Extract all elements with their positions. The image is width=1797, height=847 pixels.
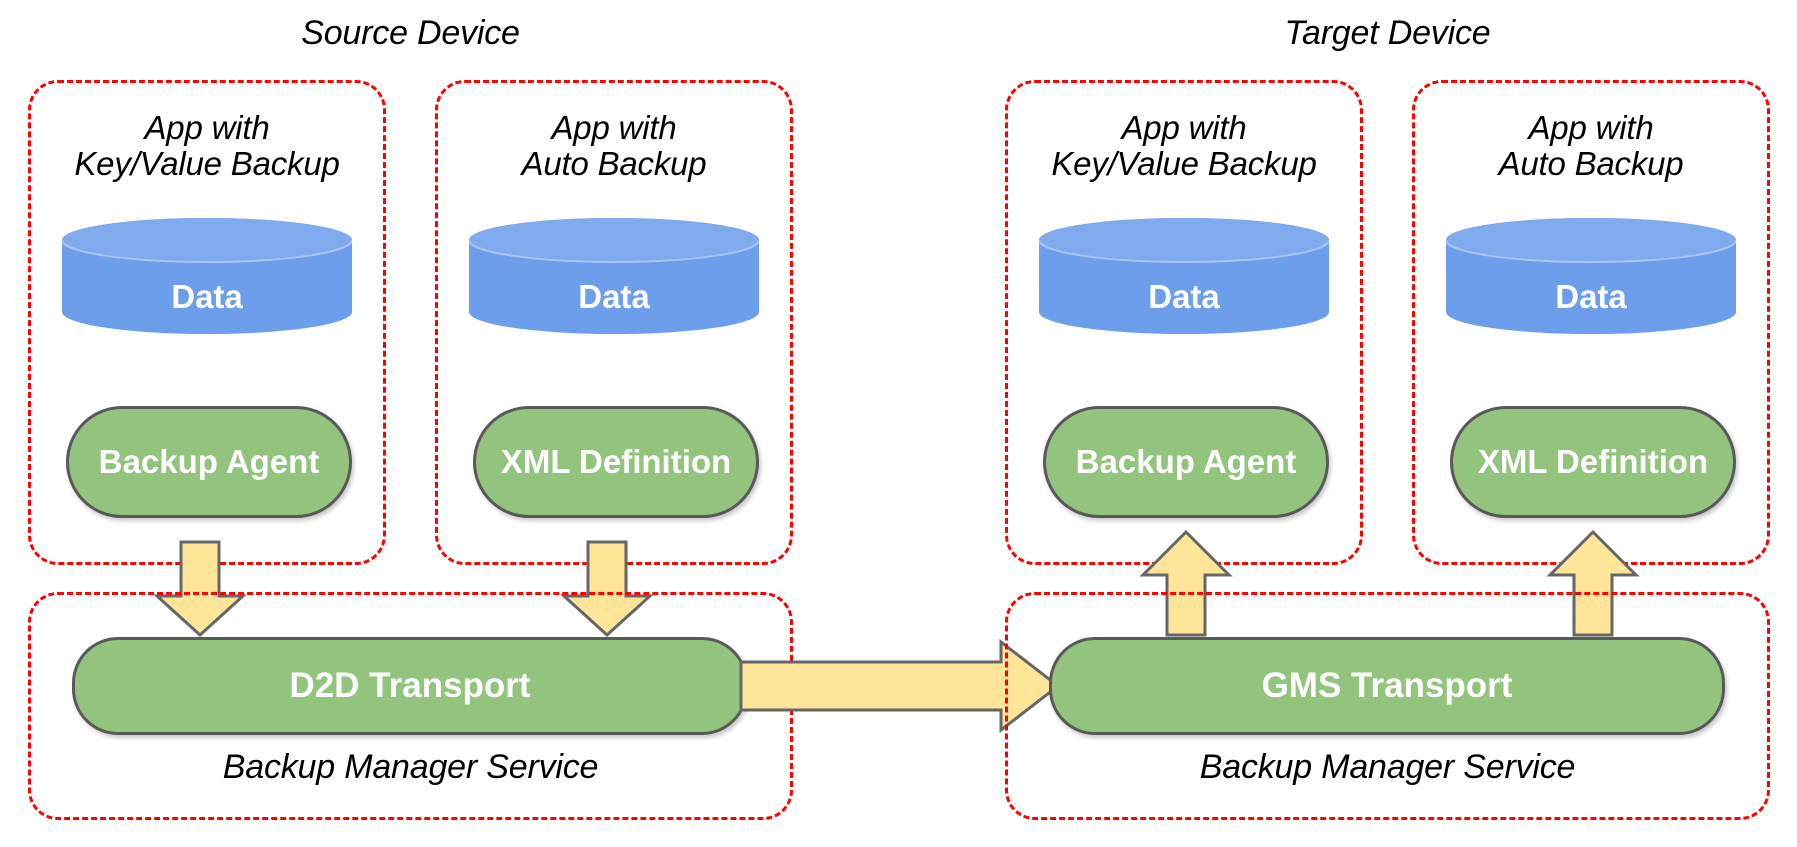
target-auto-up-arrow: [1546, 529, 1640, 637]
target-app-auto-label: App with Auto Backup: [1498, 109, 1684, 182]
source-auto-down-arrow: [560, 540, 654, 638]
source-backup-manager-service-label: Backup Manager Service: [222, 748, 599, 786]
source-device-title: Source Device: [301, 14, 520, 52]
source-app-kv-data-cylinder: Data: [62, 218, 352, 334]
target-app-kv-data-cylinder: Data: [1039, 218, 1329, 334]
source-app-auto-data-cylinder: Data: [469, 218, 759, 334]
d2d-transport-pill[interactable]: D2D Transport: [72, 637, 748, 735]
source-app-auto-label: App with Auto Backup: [521, 109, 707, 182]
source-backup-agent-pill[interactable]: Backup Agent: [66, 406, 352, 518]
target-backup-manager-service-container: [1005, 592, 1770, 820]
d2d-to-gms-transfer-arrow: [739, 638, 1061, 734]
target-app-auto-data-cylinder: Data: [1446, 218, 1736, 334]
target-backup-manager-service-label: Backup Manager Service: [1199, 748, 1576, 786]
target-device-title: Target Device: [1284, 14, 1491, 52]
target-kv-up-arrow: [1139, 529, 1233, 637]
target-backup-agent-pill[interactable]: Backup Agent: [1043, 406, 1329, 518]
target-app-kv-label: App with Key/Value Backup: [1051, 109, 1317, 182]
target-xml-definition-pill[interactable]: XML Definition: [1450, 406, 1736, 518]
source-kv-down-arrow: [153, 540, 247, 638]
source-xml-definition-pill[interactable]: XML Definition: [473, 406, 759, 518]
gms-transport-pill[interactable]: GMS Transport: [1049, 637, 1725, 735]
source-app-kv-label: App with Key/Value Backup: [74, 109, 340, 182]
